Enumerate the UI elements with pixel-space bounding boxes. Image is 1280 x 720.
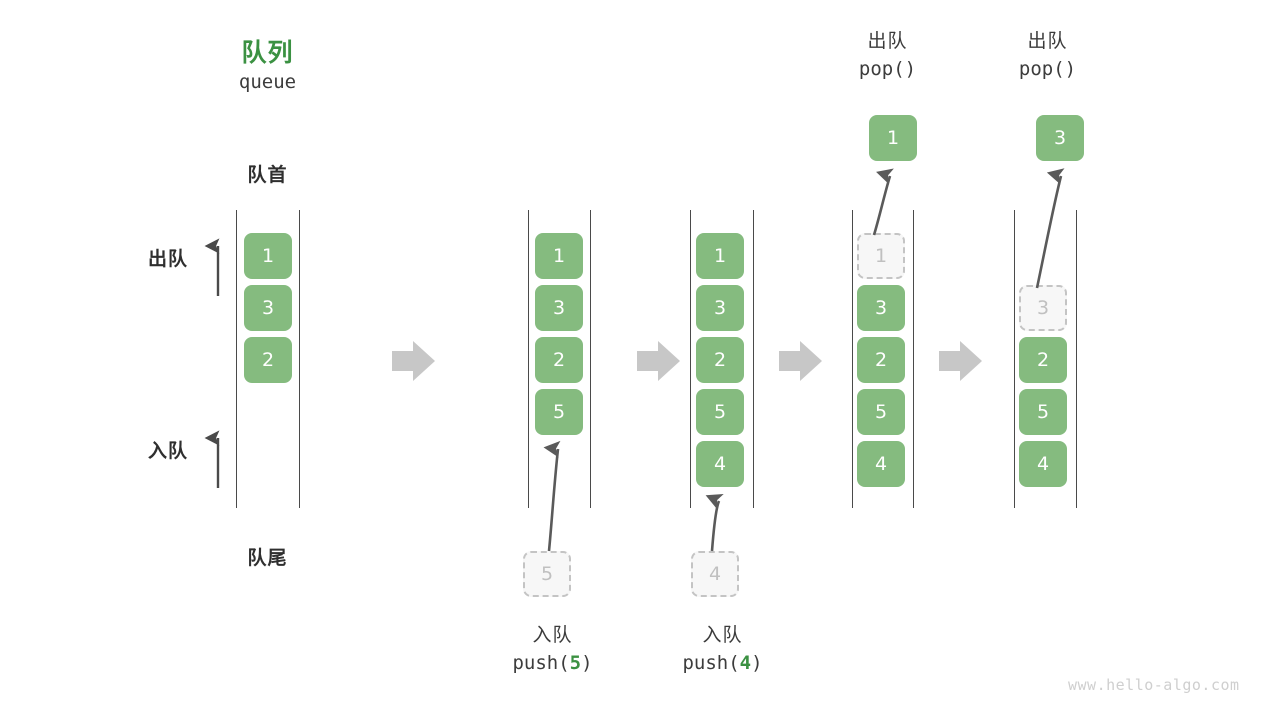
vacated-ghost-node: 1 — [857, 233, 905, 279]
queue-rail-right-col4 — [913, 210, 914, 508]
queue-node: 5 — [1019, 389, 1067, 435]
diagram-title-en: queue — [238, 71, 297, 93]
op-code-suffix: ) — [581, 651, 593, 674]
queue-node: 3 — [535, 285, 583, 331]
op-label-cn: 入队 — [702, 624, 743, 646]
op-code-prefix: pop( — [1018, 57, 1065, 80]
transition-arrow[interactable] — [939, 341, 982, 381]
op-label-code: pop() — [790, 56, 985, 84]
vacated-ghost-node: 3 — [1019, 285, 1067, 331]
queue-node: 3 — [696, 285, 744, 331]
queue-rail-left-col5 — [1014, 210, 1015, 508]
op-label-push-5: 入队 push(5) — [455, 622, 650, 677]
queue-node: 5 — [857, 389, 905, 435]
pop-3-arrow — [1035, 168, 1065, 289]
push-4-arrow — [705, 493, 724, 552]
queue-rail-right-col2 — [590, 210, 591, 508]
op-code-suffix: ) — [1064, 57, 1077, 80]
op-code-arg: 5 — [569, 651, 582, 674]
watermark: www.hello-algo.com — [1068, 676, 1240, 694]
queue-node: 1 — [696, 233, 744, 279]
queue-rail-right-col1 — [299, 210, 300, 508]
pop-1-arrow — [872, 168, 894, 236]
queue-node: 2 — [857, 337, 905, 383]
queue-node: 2 — [696, 337, 744, 383]
enqueue-direction-label: 入队 — [148, 440, 189, 462]
popped-node: 3 — [1036, 115, 1084, 161]
op-label-code: push(4) — [625, 650, 820, 678]
queue-rail-right-col3 — [753, 210, 754, 508]
dequeue-direction-label: 出队 — [148, 248, 189, 270]
queue-node: 2 — [244, 337, 292, 383]
transition-arrow[interactable] — [637, 341, 680, 381]
rear-label: 队尾 — [247, 547, 288, 569]
queue-node: 2 — [1019, 337, 1067, 383]
queue-node: 4 — [1019, 441, 1067, 487]
queue-rail-left-col2 — [528, 210, 529, 508]
push-5-arrow — [543, 440, 561, 552]
transition-arrow[interactable] — [779, 341, 822, 381]
queue-node: 5 — [696, 389, 744, 435]
queue-rail-right-col5 — [1076, 210, 1077, 508]
popped-node: 1 — [869, 115, 917, 161]
op-code-arg: 4 — [739, 651, 752, 674]
queue-node: 4 — [857, 441, 905, 487]
op-label-code: pop() — [950, 56, 1145, 84]
diagram-title-cn: 队列 — [241, 38, 294, 67]
queue-rail-left-col1 — [236, 210, 237, 508]
front-label: 队首 — [247, 164, 288, 186]
op-label-cn: 出队 — [867, 30, 908, 52]
op-label-pop-1: 出队 pop() — [790, 28, 985, 83]
op-label-push-4: 入队 push(4) — [625, 622, 820, 677]
queue-node-new: 5 — [535, 389, 583, 435]
op-label-code: push(5) — [455, 650, 650, 678]
op-code-suffix: ) — [904, 57, 917, 80]
queue-node: 2 — [535, 337, 583, 383]
queue-node-new: 4 — [696, 441, 744, 487]
op-code-prefix: pop( — [858, 57, 905, 80]
queue-node: 3 — [857, 285, 905, 331]
incoming-ghost-node: 4 — [691, 551, 739, 597]
queue-rail-left-col4 — [852, 210, 853, 508]
op-code-suffix: ) — [751, 651, 763, 674]
transition-arrow[interactable] — [392, 341, 435, 381]
op-label-cn: 入队 — [532, 624, 573, 646]
op-label-cn: 出队 — [1027, 30, 1068, 52]
incoming-ghost-node: 5 — [523, 551, 571, 597]
queue-rail-left-col3 — [690, 210, 691, 508]
op-code-prefix: push( — [682, 651, 740, 674]
op-code-prefix: push( — [512, 651, 570, 674]
queue-node: 1 — [244, 233, 292, 279]
queue-node: 1 — [535, 233, 583, 279]
op-label-pop-3: 出队 pop() — [950, 28, 1145, 83]
queue-node: 3 — [244, 285, 292, 331]
